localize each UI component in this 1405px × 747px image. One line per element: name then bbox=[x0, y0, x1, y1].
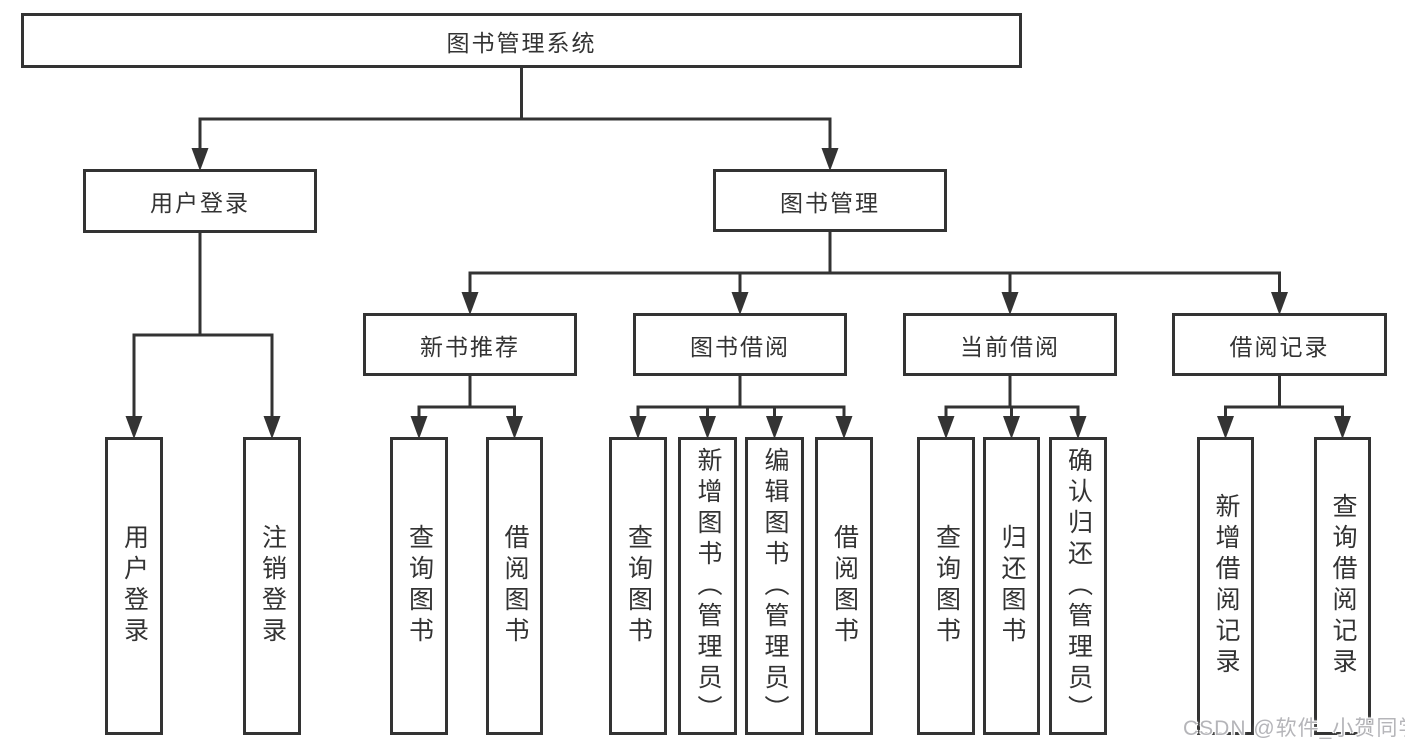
arrowhead-icon bbox=[699, 416, 716, 439]
node-borrow-add-book: 新增图书（管理员） bbox=[678, 437, 737, 735]
node-label: 新增借阅记录 bbox=[1212, 493, 1240, 679]
node-label: 图书管理 bbox=[780, 189, 880, 216]
arrowhead-icon bbox=[629, 416, 647, 439]
node-label: 用户登录 bbox=[150, 190, 250, 216]
arrowhead-icon bbox=[125, 416, 143, 439]
arrowhead-icon bbox=[835, 416, 853, 439]
arrowhead-icon bbox=[821, 148, 839, 171]
node-rec-query-book: 查询图书 bbox=[390, 437, 448, 735]
arrowhead-icon bbox=[937, 416, 955, 439]
arrowhead-icon bbox=[191, 148, 209, 171]
arrowhead-icon bbox=[1069, 416, 1087, 439]
node-records-query: 查询借阅记录 bbox=[1314, 437, 1371, 735]
node-rec-borrow-book: 借阅图书 bbox=[486, 437, 543, 735]
node-label: 当前借阅 bbox=[960, 333, 1060, 360]
node-label: 借阅记录 bbox=[1229, 333, 1330, 360]
node-root: 图书管理系统 bbox=[21, 13, 1022, 68]
arrowhead-icon bbox=[1001, 292, 1019, 315]
node-borrow-records: 借阅记录 bbox=[1172, 313, 1387, 376]
node-label: 借阅图书 bbox=[830, 524, 859, 648]
node-label: 查询借阅记录 bbox=[1329, 493, 1357, 679]
arrowhead-icon bbox=[410, 416, 428, 439]
arrowhead-icon bbox=[263, 416, 281, 439]
node-current-confirm-return: 确认归还（管理员） bbox=[1049, 437, 1107, 735]
node-label: 查询图书 bbox=[932, 524, 961, 648]
node-current-query-book: 查询图书 bbox=[917, 437, 975, 735]
node-label: 查询图书 bbox=[405, 524, 434, 648]
node-label: 归还图书 bbox=[998, 524, 1026, 648]
node-label: 新书推荐 bbox=[420, 333, 520, 360]
arrowhead-icon bbox=[506, 416, 523, 439]
arrowhead-icon bbox=[766, 416, 783, 439]
arrowhead-icon bbox=[1003, 416, 1020, 439]
node-records-add: 新增借阅记录 bbox=[1197, 437, 1254, 735]
node-label: 确认归还（管理员） bbox=[1064, 446, 1093, 726]
node-user-login: 用户登录 bbox=[105, 437, 163, 735]
node-label: 注销登录 bbox=[258, 524, 287, 648]
arrowhead-icon bbox=[1334, 416, 1351, 439]
node-current-return-book: 归还图书 bbox=[983, 437, 1040, 735]
node-label: 图书借阅 bbox=[690, 333, 790, 360]
node-current-borrow: 当前借阅 bbox=[903, 313, 1117, 376]
node-user-login-group: 用户登录 bbox=[83, 169, 317, 233]
node-borrow-edit-book: 编辑图书（管理员） bbox=[745, 437, 804, 735]
node-borrow-borrow-book: 借阅图书 bbox=[815, 437, 873, 735]
node-logout: 注销登录 bbox=[243, 437, 301, 735]
node-label: 新增图书（管理员） bbox=[694, 446, 722, 726]
watermark: CSDN @软件_小贺同学 bbox=[1183, 717, 1405, 740]
node-book-mgmt: 图书管理 bbox=[713, 169, 947, 232]
node-label: 编辑图书（管理员） bbox=[761, 446, 789, 726]
node-label: 图书管理系统 bbox=[446, 29, 597, 56]
node-label: 查询图书 bbox=[624, 524, 653, 648]
node-new-book-rec: 新书推荐 bbox=[363, 313, 577, 376]
node-book-borrow: 图书借阅 bbox=[633, 313, 847, 376]
node-borrow-query-book: 查询图书 bbox=[609, 437, 667, 735]
node-label: 用户登录 bbox=[120, 524, 149, 648]
arrowhead-icon bbox=[461, 292, 479, 315]
arrowhead-icon bbox=[1271, 292, 1288, 315]
arrowhead-icon bbox=[731, 292, 749, 315]
node-label: 借阅图书 bbox=[501, 524, 529, 648]
arrowhead-icon bbox=[1217, 416, 1234, 439]
